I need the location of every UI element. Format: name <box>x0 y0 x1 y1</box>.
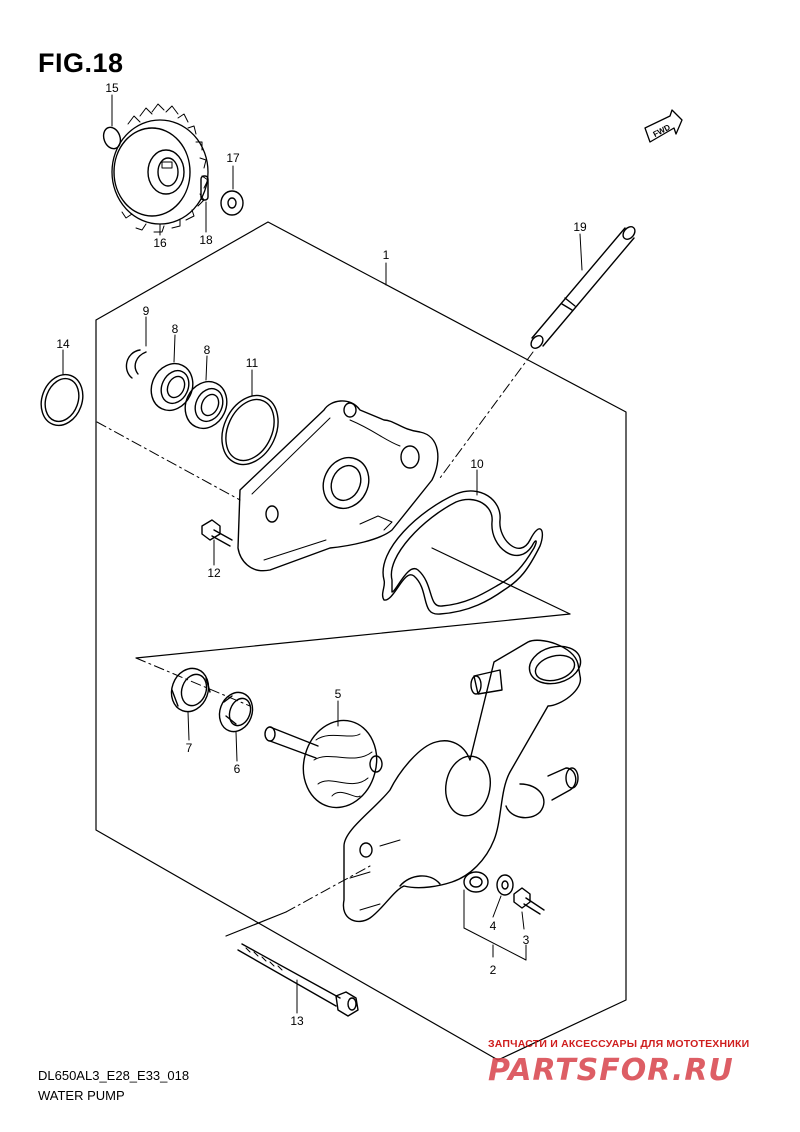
o-ring-14 <box>40 373 84 427</box>
pipe-19 <box>439 226 636 479</box>
bearing-8b <box>184 380 228 430</box>
callout-7: 7 <box>186 741 193 755</box>
washer-4 <box>496 874 514 896</box>
oil-seal-7 <box>170 667 211 713</box>
leader-lines <box>62 94 583 1014</box>
o-ring-11 <box>221 394 279 466</box>
callout-19: 19 <box>573 220 587 234</box>
callout-labels: 1 2 3 4 5 6 7 8 8 9 10 11 12 13 14 15 16… <box>56 81 587 1028</box>
washer-17 <box>220 190 244 216</box>
callout-4: 4 <box>490 919 497 933</box>
callout-1: 1 <box>383 248 390 262</box>
callout-14: 14 <box>56 337 70 351</box>
callout-2: 2 <box>490 963 497 977</box>
pump-housing <box>342 639 582 923</box>
callout-10: 10 <box>470 457 484 471</box>
long-bolt-13 <box>237 943 359 1017</box>
callout-6: 6 <box>234 762 241 776</box>
bolt-12 <box>201 519 233 547</box>
callout-5: 5 <box>335 687 342 701</box>
bearing-8a <box>150 362 194 412</box>
figure-name: WATER PUMP <box>38 1088 125 1103</box>
assembly-frame <box>95 221 627 1061</box>
callout-8b: 8 <box>204 343 211 357</box>
pin-18 <box>200 175 209 201</box>
impeller-shaft-5 <box>264 719 383 809</box>
watermark-logo: PARTSFOR.RU <box>488 1053 734 1088</box>
mechanical-seal-6 <box>218 691 254 733</box>
callout-11: 11 <box>246 356 259 370</box>
callout-16: 16 <box>153 236 167 250</box>
callout-13: 13 <box>290 1014 304 1028</box>
callout-8a: 8 <box>172 322 179 336</box>
snap-ring-15 <box>102 126 122 150</box>
pump-cover <box>237 400 439 572</box>
callout-9: 9 <box>143 304 150 318</box>
callout-17: 17 <box>226 151 240 165</box>
callout-15: 15 <box>105 81 119 95</box>
fwd-arrow-icon: FWD <box>644 109 683 143</box>
figure-title: FIG.18 <box>38 48 124 78</box>
circlip-9 <box>125 349 147 379</box>
pump-drive-gear-16 <box>111 103 209 233</box>
callout-3: 3 <box>523 933 530 947</box>
watermark-tagline: ЗАПЧАСТИ И АКСЕССУАРЫ ДЛЯ МОТОТЕХНИКИ <box>488 1038 750 1050</box>
callout-12: 12 <box>207 566 221 580</box>
gasket-10 <box>381 490 544 615</box>
callout-18: 18 <box>199 233 213 247</box>
bolt-3 <box>513 887 545 915</box>
figure-code: DL650AL3_E28_E33_018 <box>38 1068 190 1083</box>
